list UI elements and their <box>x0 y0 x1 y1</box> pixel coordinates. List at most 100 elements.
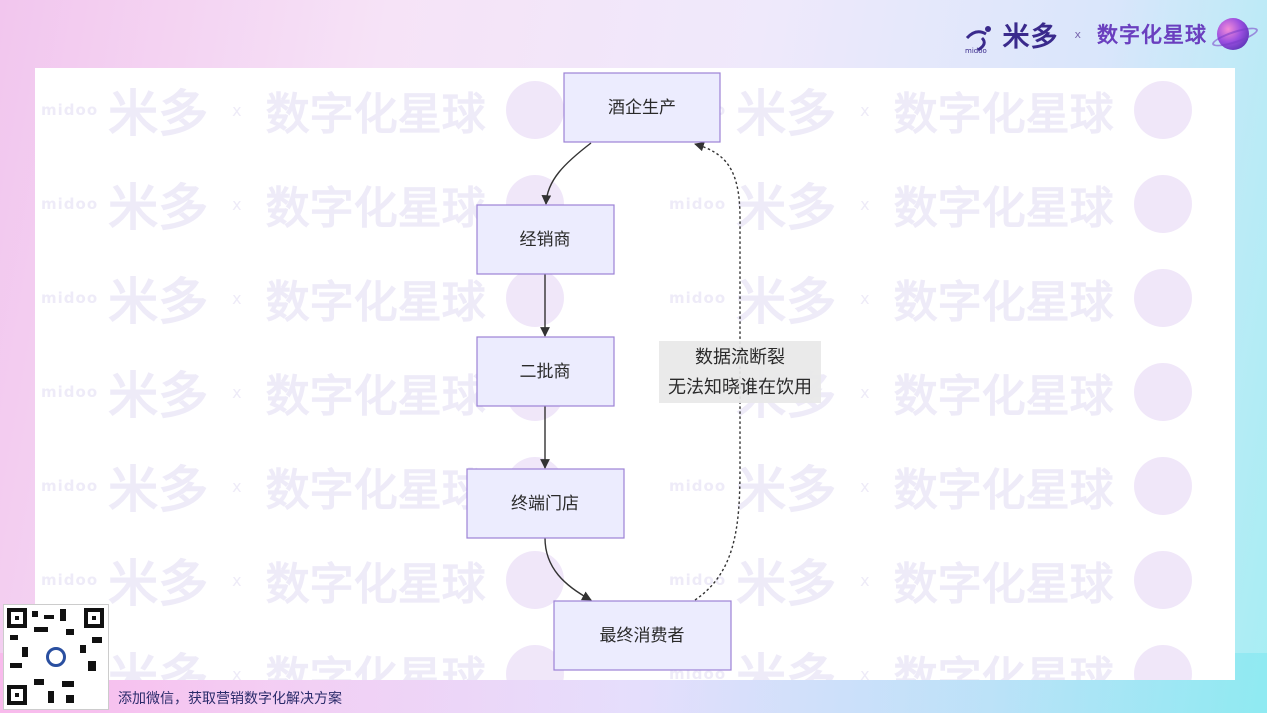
qr-module <box>32 611 38 617</box>
qr-logo-icon <box>46 647 66 667</box>
watermark-logo-text: midoo <box>669 477 727 495</box>
qr-module <box>44 615 54 619</box>
watermark-name: 米多 <box>108 367 209 425</box>
watermark-partner: 数字化星球 <box>265 277 486 328</box>
watermark-separator: x <box>860 570 870 590</box>
qr-finder-bottom-left <box>7 685 27 705</box>
node-wholesaler-label: 二批商 <box>520 362 571 382</box>
qr-module <box>60 609 66 621</box>
watermark-separator: x <box>232 570 242 590</box>
watermark-separator: x <box>232 100 242 120</box>
wechat-qr-code <box>3 604 109 710</box>
qr-module <box>66 695 74 703</box>
watermark-tile: midoo 米多 x 数字化星球 <box>669 544 1192 616</box>
watermark-partner: 数字化星球 <box>265 559 486 610</box>
watermark-separator: x <box>232 288 242 308</box>
node-store-label: 终端门店 <box>511 494 579 514</box>
watermark-orb-icon <box>1133 269 1192 327</box>
node-store: 终端门店 <box>466 468 625 539</box>
flow-diagram: 数据流断裂 无法知晓谁在饮用 酒企生产 经销商 二批商 终端门店 最终消费者 <box>466 72 821 671</box>
qr-finder-top-right <box>84 608 104 628</box>
qr-center-logo <box>42 643 70 671</box>
watermark-orb-icon <box>505 81 564 139</box>
watermark-name: 米多 <box>736 179 837 237</box>
qr-module <box>62 681 74 687</box>
node-producer: 酒企生产 <box>563 72 721 143</box>
watermark-tile: midoo 米多 x 数字化星球 <box>41 74 564 146</box>
watermark-orb-icon <box>1133 551 1192 609</box>
qr-module <box>80 645 86 653</box>
watermark-partner: 数字化星球 <box>265 653 486 680</box>
midoo-logo-icon: midoo <box>965 25 992 54</box>
qr-module <box>88 661 96 671</box>
watermark-tile: midoo 米多 x 数字化星球 <box>41 168 564 240</box>
watermark-partner: 数字化星球 <box>893 183 1114 234</box>
qr-module <box>48 691 54 703</box>
midoo-logo: midoo 米多 <box>964 15 1058 54</box>
watermark-separator: x <box>232 664 242 681</box>
watermark-separator: x <box>232 476 242 496</box>
watermark-partner: 数字化星球 <box>893 559 1114 610</box>
watermark-partner: 数字化星球 <box>893 277 1114 328</box>
watermark-separator: x <box>860 476 870 496</box>
watermark-separator: x <box>232 194 242 214</box>
watermark-name: 米多 <box>108 555 209 613</box>
watermark-logo-text: midoo <box>669 571 727 589</box>
watermark-logo-text: midoo <box>669 195 727 213</box>
watermark-layer: midoo米多x数字化星球midoo米多x数字化星球midoo米多x数字化星球m… <box>35 68 1235 680</box>
watermark-partner: 数字化星球 <box>265 371 486 422</box>
node-consumer-label: 最终消费者 <box>600 626 685 646</box>
watermark-logo-text: midoo <box>41 383 99 401</box>
watermark-orb-icon <box>505 551 564 609</box>
watermark-separator: x <box>860 664 870 681</box>
watermark-partner: 数字化星球 <box>265 183 486 234</box>
watermark-partner: 数字化星球 <box>265 465 486 516</box>
watermark-logo-text: midoo <box>41 477 99 495</box>
watermark-separator: x <box>860 288 870 308</box>
watermark-name: 米多 <box>736 85 837 143</box>
footer-cta: 添加微信，获取营销数字化解决方案 <box>118 691 342 707</box>
watermark-name: 米多 <box>108 85 209 143</box>
brand-name: 米多 <box>1002 21 1059 53</box>
watermark-logo-text: midoo <box>41 195 99 213</box>
watermark-orb-icon <box>505 269 564 327</box>
qr-module <box>34 627 48 632</box>
qr-module <box>92 637 102 643</box>
diagram-card: midoo米多x数字化星球midoo米多x数字化星球midoo米多x数字化星球m… <box>35 68 1235 680</box>
watermark-separator: x <box>232 382 242 402</box>
brand-header: midoo 米多 x 数字化星球 <box>964 12 1249 56</box>
node-consumer: 最终消费者 <box>553 600 732 671</box>
watermark-name: 米多 <box>736 555 837 613</box>
watermark-partner: 数字化星球 <box>893 371 1114 422</box>
watermark-separator: x <box>860 382 870 402</box>
brand-partner: 数字化星球 <box>1097 23 1207 47</box>
qr-module <box>10 663 22 668</box>
watermark-orb-icon <box>1133 175 1192 233</box>
feedback-label-line-2: 无法知晓谁在饮用 <box>668 377 812 398</box>
node-producer-label: 酒企生产 <box>608 98 676 118</box>
watermark-logo-text: midoo <box>41 101 99 119</box>
qr-finder-top-left <box>7 608 27 628</box>
watermark-name: 米多 <box>108 179 209 237</box>
watermark-partner: 数字化星球 <box>893 465 1114 516</box>
feedback-label-line-1: 数据流断裂 <box>695 347 785 368</box>
midoo-logo-text: midoo <box>965 47 987 54</box>
watermark-partner: 数字化星球 <box>265 89 486 140</box>
planet-orb-icon <box>1217 18 1249 50</box>
watermark-name: 米多 <box>736 461 837 519</box>
watermark-name: 米多 <box>108 273 209 331</box>
watermark-orb-icon <box>1133 81 1192 139</box>
edge-producer-distributor <box>541 142 592 205</box>
qr-module <box>10 635 18 640</box>
watermark-logo-text: midoo <box>669 289 727 307</box>
node-distributor-label: 经销商 <box>520 230 571 250</box>
brand-separator: x <box>1074 27 1081 41</box>
watermark-name: 米多 <box>108 461 209 519</box>
watermark-partner: 数字化星球 <box>893 653 1114 680</box>
node-wholesaler: 二批商 <box>476 336 615 407</box>
